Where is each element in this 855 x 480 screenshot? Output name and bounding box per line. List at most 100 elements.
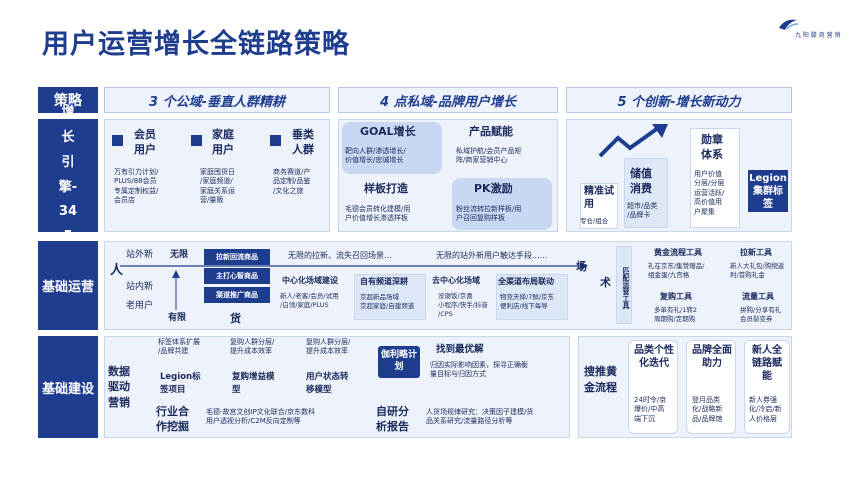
market-label: 场 xyxy=(576,260,587,273)
trial-desc: 专仓/组合 xyxy=(580,217,609,225)
channel-card xyxy=(496,274,568,320)
goods-item-3: 渠道推广商品 xyxy=(204,287,270,303)
pk-title: PK激励 xyxy=(474,182,513,195)
user-status-model: 用户状态转移模型 xyxy=(306,372,349,395)
pk-pill xyxy=(452,178,552,230)
row-label-basic-build: 基础建设 xyxy=(38,336,98,438)
g1-card xyxy=(628,340,678,434)
header-innovation: 5 个创新-增长新动力 xyxy=(566,87,792,113)
bullet-square-icon xyxy=(112,135,123,146)
product-desc: 私域护航/会员产品矩 阵/商家营销中心 xyxy=(456,147,522,165)
value-desc: 超市/品类 /品牌卡 xyxy=(627,202,658,220)
bullet-square-icon xyxy=(191,135,202,146)
vertical-desc: 商务赛道/产 品定制/品鉴 /文化之旅 xyxy=(273,168,311,195)
a2-desc: 复购人群分层/ 提升成本效率 xyxy=(230,338,275,356)
panel-data-driven xyxy=(104,336,570,438)
value-card xyxy=(624,158,668,228)
own-title: 自有频道深耕 xyxy=(360,277,408,286)
vertical-title: 垂类人群 xyxy=(292,128,314,156)
station-in-label: 站内新 xyxy=(126,282,154,292)
ops-desc-1: 无限的拉新、流失召回场景... xyxy=(288,251,392,260)
decentral-title: 去中心化场域 xyxy=(432,276,480,285)
tool1-title: 黄金流程工具 xyxy=(654,248,702,257)
legion-badge: Legion集群标签 xyxy=(748,170,788,212)
sum-title: 找到最优解 xyxy=(436,344,484,355)
old-user-label: 老用户 xyxy=(126,301,154,311)
goods-label: 货 xyxy=(230,312,241,325)
channel-desc: 物竞天择/7鲜/京东 便利店/线下每导 xyxy=(500,293,555,310)
channel-title: 全渠道布局联动 xyxy=(498,277,554,286)
family-desc: 家庭囤货日 /家庭频道/ 家庭关系运 营/量贩 xyxy=(200,168,235,205)
logo-text: 九 阳 滕 奇 营 销 xyxy=(795,32,841,39)
goods-item-2: 主打心智商品 xyxy=(204,268,270,284)
ops-desc-2: 无限的站外新用户触达手段...... xyxy=(436,251,548,260)
tool1-desc: 礼在京东/集赞赠品/ 组金蛋/九宫格 xyxy=(648,262,705,279)
tool4-desc: 拼购/分享有礼 会员裂变券 xyxy=(740,306,782,323)
medal-title: 勋章体系 xyxy=(701,133,723,162)
own-card xyxy=(354,274,426,320)
legion-project: Legion标签项目 xyxy=(160,372,201,395)
goods-item-1: 拉新回流商品 xyxy=(204,249,270,265)
members-desc: 万有引力计划/ PLUS/88会员 专属定制权益/ 会员店 xyxy=(114,168,159,205)
gold-title: 搜推黄金流程 xyxy=(584,365,617,394)
research-desc: 人货场规律研究：决策因子建模/货 品关系研究/流量路径分析等 xyxy=(426,408,534,426)
sample-desc: 毛德会员转化建模/用 户价值增长渗透样板 xyxy=(345,205,411,223)
logo-swirl-icon xyxy=(779,19,799,30)
g1-desc: 24时令/京 爆价/中高 端下沉 xyxy=(634,396,667,423)
goal-pill xyxy=(342,122,442,174)
g2-card xyxy=(686,340,736,434)
product-title: 产品赋能 xyxy=(469,125,513,138)
tools-label: 匹配运营工具 xyxy=(616,246,632,324)
repurchase-model: 复购增益模型 xyxy=(232,372,275,395)
header-public-domain: 3 个公域-垂直人群精耕 xyxy=(104,87,330,113)
g3-desc: 新人券强 化/冷启/新 人价格层 xyxy=(749,396,782,423)
industry-title: 行业合作挖掘 xyxy=(156,405,189,434)
central-title: 中心化场域建设 xyxy=(282,276,338,285)
header-private-domain: 4 点私域-品牌用户增长 xyxy=(338,87,558,113)
a1-desc: 标签体系扩展 /品牌共建 xyxy=(158,338,200,356)
g3-title: 新人全链路赋能 xyxy=(752,345,782,382)
tool2-desc: 新人大礼包/购物返 利/首购礼金 xyxy=(730,262,785,279)
decentral-desc: 没谢饭/京喜 小程序/快手/抖音 /CPS xyxy=(438,292,488,318)
family-title: 家庭用户 xyxy=(212,128,234,156)
tech-label: 术 xyxy=(600,276,611,289)
pk-desc: 粉丝流转拉新样板/用 户召回复购样板 xyxy=(456,205,522,223)
trial-title: 精准试用 xyxy=(584,186,614,210)
tool4-title: 流量工具 xyxy=(742,292,774,301)
research-title: 自研分析报告 xyxy=(376,405,409,434)
industry-desc: 毛德-故宫文创IP文化联合/京东数科 用户透视分析/C2M反向定制等 xyxy=(206,408,316,426)
row-label-strategy: 策略 xyxy=(38,87,98,113)
tool3-desc: 多单有礼/1转2 周期购/定期购 xyxy=(654,306,697,323)
tool3-title: 复购工具 xyxy=(660,292,692,301)
g1-title: 品类个性化迭代 xyxy=(634,345,674,369)
bullet-square-icon xyxy=(270,135,281,146)
g3-card xyxy=(744,340,790,434)
members-title: 会员用户 xyxy=(134,128,156,156)
panel-public-domain xyxy=(104,119,330,232)
g2-title: 品牌全面助力 xyxy=(692,345,732,369)
limited-label: 有限 xyxy=(168,313,187,323)
goal-desc: 靶向人群/渗透增长/ 价值增长/忠诚增长 xyxy=(345,147,406,165)
sample-title: 样板打造 xyxy=(364,182,408,195)
central-desc: 新人/老客/会员/试用 /白领/家庭/PLUS xyxy=(280,292,339,309)
medal-desc: 用户价值 分层/分层 运营活跃/ 高价值用 户聚集 xyxy=(694,170,725,216)
company-logo: 九 阳 滕 奇 营 销 xyxy=(777,16,847,42)
unlimited-label: 无限 xyxy=(170,250,189,260)
tool2-title: 拉新工具 xyxy=(740,248,772,257)
sum-desc: 归因实际影响因素，探寻正确衡 量目标与归因方式 xyxy=(430,361,528,379)
data-title: 数据驱动营销 xyxy=(108,365,130,409)
station-out-label: 站外新 xyxy=(126,250,154,260)
value-title: 储值消费 xyxy=(630,167,652,196)
own-desc: 京超新品场域 京超家庭/自建频道 xyxy=(360,293,415,310)
page-title: 用户运营增长全链路策略 xyxy=(42,29,350,60)
a3-desc: 复购人群分层/ 提升成本效率 xyxy=(306,338,351,356)
medal-card xyxy=(690,128,740,228)
growth-arrow-icon xyxy=(598,124,668,158)
row-label-growth: 增长引擎-345 xyxy=(38,105,98,244)
goal-title: GOAL增长 xyxy=(360,125,416,138)
person-label: 人 xyxy=(110,263,124,278)
row-label-basic-ops: 基础运营 xyxy=(38,241,98,330)
trial-card xyxy=(580,183,618,229)
g2-desc: 登月品类 化/战略新 品/品牌馆 xyxy=(692,396,723,423)
galileo-badge: 伽利略计划 xyxy=(378,346,420,378)
